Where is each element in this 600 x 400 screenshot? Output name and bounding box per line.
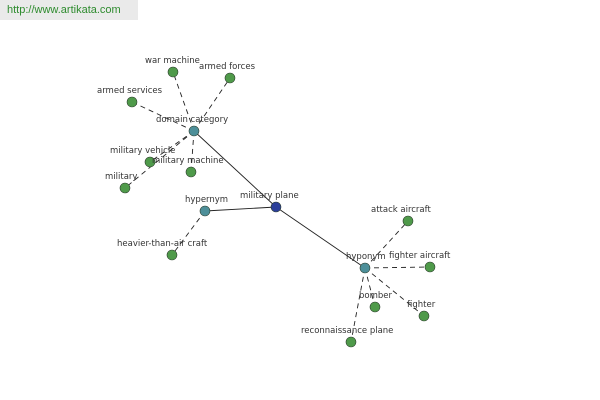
node-heavier-than-air-craft[interactable] <box>166 249 178 261</box>
edge-hyponym-reconnaissance-plane <box>350 267 366 343</box>
node-label-war-machine[interactable]: war machine <box>145 56 200 66</box>
graph-edges <box>124 71 431 343</box>
node-military-vehicle[interactable] <box>144 156 156 168</box>
site-url-link[interactable]: http://www.artikata.com <box>7 4 121 16</box>
node-military-machine[interactable] <box>185 166 197 178</box>
node-military[interactable] <box>119 182 131 194</box>
node-fighter-aircraft[interactable] <box>424 261 436 273</box>
node-armed-services[interactable] <box>126 96 138 108</box>
edge-hyponym-fighter <box>364 267 425 317</box>
url-bar: http://www.artikata.com <box>0 0 138 20</box>
node-domain-category[interactable] <box>188 125 200 137</box>
node-reconnaissance-plane[interactable] <box>345 336 357 348</box>
node-label-hypernym[interactable]: hypernym <box>185 195 228 205</box>
edge-hyponym-bomber <box>364 267 376 308</box>
node-label-attack-aircraft[interactable]: attack aircraft <box>371 205 431 215</box>
edge-military-plane-hyponym <box>275 206 366 269</box>
node-label-military-plane[interactable]: military plane <box>240 191 299 201</box>
graph-nodes <box>119 66 436 348</box>
node-war-machine[interactable] <box>167 66 179 78</box>
node-label-fighter-aircraft[interactable]: fighter aircraft <box>389 251 451 261</box>
node-fighter[interactable] <box>418 310 430 322</box>
edge-domain-category-military <box>124 130 195 189</box>
edge-hyponym-fighter-aircraft <box>364 266 431 269</box>
edge-domain-category-armed-services <box>131 101 195 132</box>
node-label-military-machine[interactable]: military machine <box>152 156 224 166</box>
node-label-armed-forces[interactable]: armed forces <box>199 62 256 72</box>
node-label-military-vehicle[interactable]: military vehicle <box>110 146 175 156</box>
node-hyponym[interactable] <box>359 262 371 274</box>
node-label-military[interactable]: military <box>105 172 137 182</box>
node-label-armed-services[interactable]: armed services <box>97 86 163 96</box>
node-armed-forces[interactable] <box>224 72 236 84</box>
node-hypernym[interactable] <box>199 205 211 217</box>
node-military-plane[interactable] <box>270 201 282 213</box>
edge-hyponym-attack-aircraft <box>364 220 409 269</box>
node-label-heavier-than-air-craft[interactable]: heavier-than-air craft <box>117 239 208 249</box>
edge-domain-category-armed-forces <box>193 77 231 132</box>
edge-military-plane-hypernym <box>204 206 277 212</box>
edge-domain-category-military-machine <box>190 130 195 173</box>
node-label-bomber[interactable]: bomber <box>359 291 393 301</box>
node-bomber[interactable] <box>369 301 381 313</box>
edge-hypernym-heavier-than-air-craft <box>171 210 206 256</box>
node-label-hyponym[interactable]: hyponym <box>346 252 386 262</box>
node-label-fighter[interactable]: fighter <box>407 300 436 310</box>
node-label-reconnaissance-plane[interactable]: reconnaissance plane <box>301 326 393 336</box>
edge-domain-category-war-machine <box>172 71 195 132</box>
edge-military-plane-domain-category <box>193 130 277 208</box>
node-label-domain-category[interactable]: domain category <box>156 115 228 125</box>
node-attack-aircraft[interactable] <box>402 215 414 227</box>
